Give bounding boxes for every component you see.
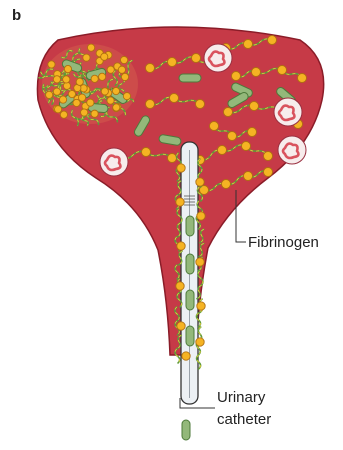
fibrinogen-icon — [120, 56, 127, 63]
fibrinogen-icon — [268, 36, 277, 45]
bacterium-body — [186, 254, 194, 274]
fibrinogen-icon — [107, 97, 114, 104]
catheter-label-line1: Urinary — [217, 389, 266, 406]
fibrinogen-icon — [264, 152, 273, 161]
neutrophil-icon — [204, 44, 232, 72]
fibrinogen-icon — [250, 102, 259, 111]
fibrinogen-icon — [182, 352, 190, 360]
fibrinogen-icon — [228, 132, 237, 141]
bacterium-icon — [186, 216, 194, 236]
bacterium-icon — [182, 420, 190, 440]
bacterium-body — [186, 290, 194, 310]
fibrinogen-icon — [81, 109, 88, 116]
catheter-label-line2: catheter — [217, 411, 271, 428]
fibrinogen-icon — [112, 87, 119, 94]
fibrinogen-icon — [91, 75, 98, 82]
fibrinogen-icon — [197, 212, 205, 220]
fibrinogen-icon — [87, 44, 94, 51]
panel-label: b — [12, 7, 21, 24]
fibrinogen-icon — [64, 65, 71, 72]
fibrinogen-icon — [54, 106, 61, 113]
fibrinogen-icon — [168, 58, 177, 67]
fibrinogen-icon — [196, 338, 204, 346]
fibrinogen-icon — [76, 78, 83, 85]
fibrinogen-icon — [87, 99, 94, 106]
fibrinogen-icon — [142, 148, 151, 157]
fibrinogen-icon — [73, 99, 80, 106]
fibrinogen-icon — [146, 100, 155, 109]
fibrinogen-icon — [101, 53, 108, 60]
fibrinogen-icon — [63, 76, 70, 83]
bacterium-icon — [186, 254, 194, 274]
fibrinogen-icon — [298, 74, 307, 83]
fibrinogen-icon — [176, 282, 184, 290]
fibrinogen-icon — [118, 66, 125, 73]
fibrinogen-icon — [48, 61, 55, 68]
bacterium-icon — [186, 326, 194, 346]
fibrinogen-icon — [196, 100, 205, 109]
fibrinogen-icon — [59, 96, 66, 103]
fibrinogen-icon — [232, 72, 241, 81]
fibrinogen-icon — [53, 88, 60, 95]
fibrinogen-icon — [176, 198, 184, 206]
fibrinogen-icon — [196, 178, 204, 186]
bacterium-body — [179, 74, 201, 82]
bacterium-icon — [179, 74, 201, 82]
neutrophil-icon — [278, 136, 306, 164]
fibrinogen-icon — [210, 122, 219, 131]
fibrinogen-icon — [78, 94, 85, 101]
fibrinogen-icon — [83, 54, 90, 61]
fibrinogen-icon — [244, 172, 253, 181]
fibrinogen-icon — [113, 104, 120, 111]
fibrinogen-icon — [53, 76, 60, 83]
fibrinogen-icon — [107, 66, 114, 73]
fibrinogen-icon — [168, 154, 177, 163]
fibrinogen-icon — [101, 88, 108, 95]
fibrinogen-icon — [170, 94, 179, 103]
fibrinogen-icon — [177, 322, 185, 330]
fibrinogen-icon — [252, 68, 261, 77]
fibrinogen-label: Fibrinogen — [248, 234, 319, 251]
fibrinogen-icon — [192, 54, 201, 63]
fibrinogen-icon — [46, 91, 53, 98]
fibrinogen-icon — [242, 142, 251, 151]
fibrinogen-icon — [177, 242, 185, 250]
fibrinogen-icon — [196, 258, 204, 266]
fibrinogen-icon — [244, 40, 253, 49]
bacterium-icon — [186, 290, 194, 310]
fibrinogen-icon — [146, 64, 155, 73]
fibrinogen-icon — [60, 111, 67, 118]
fibrinogen-icon — [121, 73, 128, 80]
bacterium-body — [186, 326, 194, 346]
fibrinogen-icon — [264, 168, 273, 177]
fibrinogen-icon — [197, 302, 205, 310]
bacterium-body — [182, 420, 190, 440]
fibrinogen-icon — [278, 66, 287, 75]
fibrinogen-icon — [222, 180, 231, 189]
fibrinogen-icon — [91, 110, 98, 117]
bacterium-body — [186, 216, 194, 236]
fibrinogen-icon — [177, 164, 185, 172]
fibrinogen-icon — [123, 92, 130, 99]
fibrinogen-icon — [248, 128, 257, 137]
fibrinogen-icon — [99, 73, 106, 80]
fibrinogen-icon — [224, 108, 233, 117]
neutrophil-icon — [100, 148, 128, 176]
fibrinogen-icon — [218, 146, 227, 155]
neutrophil-icon — [274, 98, 302, 126]
